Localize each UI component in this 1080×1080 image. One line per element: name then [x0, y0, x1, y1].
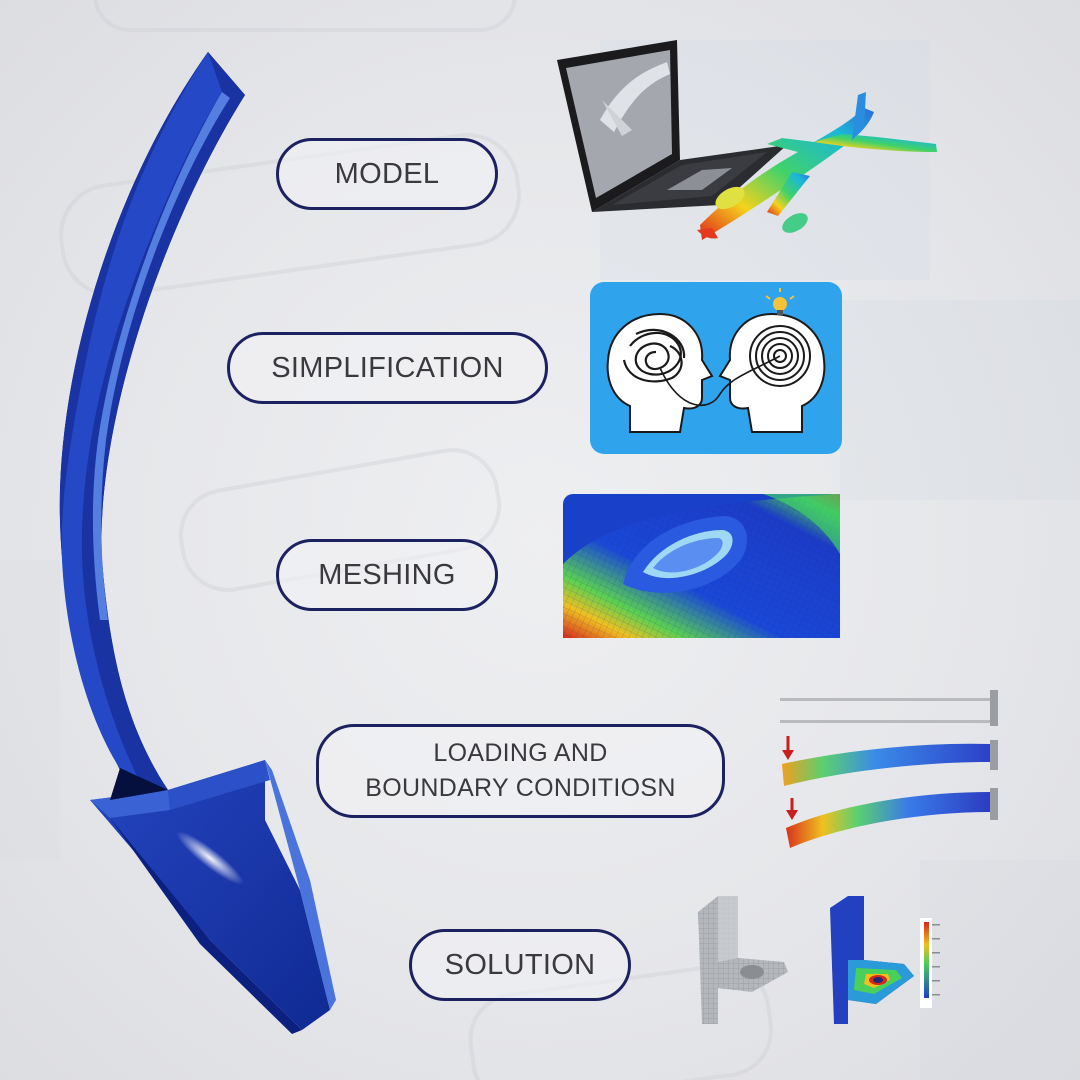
step-meshing: MESHING [276, 539, 498, 611]
step-model-label: MODEL [334, 157, 440, 190]
step-meshing-label: MESHING [318, 558, 456, 591]
loading-beam-deflection-icon [780, 690, 998, 848]
model-laptop-airplane-icon [557, 40, 937, 240]
step-loading-boundary: LOADING AND BOUNDARY CONDITIOSN [316, 724, 725, 818]
step-simplification: SIMPLIFICATION [227, 332, 548, 404]
step-model: MODEL [276, 138, 498, 210]
solution-bracket-result-icon [698, 896, 940, 1024]
simplification-heads-icon [590, 282, 842, 454]
meshing-contour-mesh-icon [563, 494, 840, 638]
step-solution-label: SOLUTION [444, 948, 596, 981]
step-loading-label-line2: BOUNDARY CONDITIOSN [365, 774, 676, 802]
step-loading-label-line1: LOADING AND [433, 739, 608, 767]
step-solution: SOLUTION [409, 929, 631, 1001]
step-simplification-label: SIMPLIFICATION [271, 351, 504, 384]
